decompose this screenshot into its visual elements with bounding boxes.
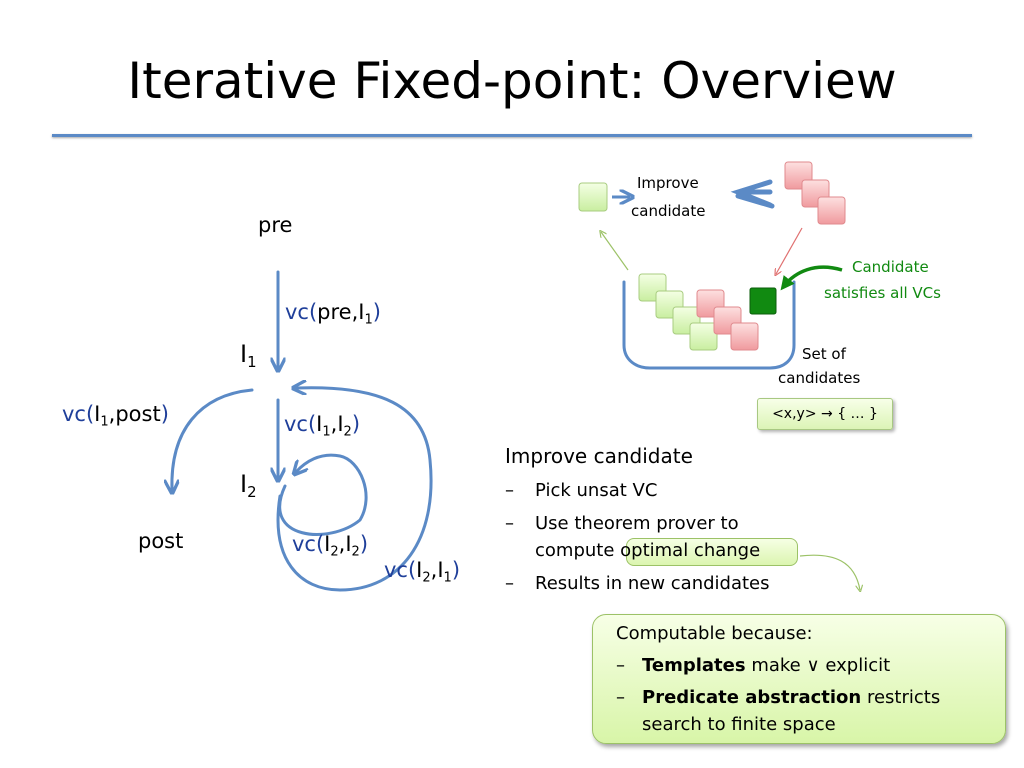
- improve-bullet-3: –Results in new candidates: [505, 573, 770, 594]
- callout-item-predicate-line2: search to finite space: [642, 714, 836, 735]
- candidate-square-red: [730, 322, 759, 351]
- callout-item-templates: –Templates make ∨ explicit: [616, 655, 891, 676]
- improve-label-line2: candidate: [631, 202, 706, 220]
- arrow-i2-self: [278, 453, 368, 536]
- set-label-line2: candidates: [778, 369, 861, 387]
- vc-i2-i1-label: vc(I2,I1): [384, 558, 461, 586]
- improve-bullet-2: –Use theorem prover to: [505, 513, 739, 534]
- pre-label: pre: [258, 213, 293, 237]
- i2-node: I2: [240, 470, 257, 502]
- candidate-mapping-box: <x,y> → { … }: [757, 398, 893, 430]
- improve-label-line1: Improve: [637, 174, 699, 192]
- improve-heading: Improve candidate: [505, 444, 693, 468]
- candidate-square-red: [817, 196, 846, 225]
- candidate-square-green: [689, 322, 718, 351]
- vc-pre-i1-label: vc(pre,I1): [285, 300, 381, 328]
- title-divider: [52, 134, 972, 137]
- computable-callout: [592, 614, 1006, 744]
- set-label-line1: Set of: [802, 345, 846, 363]
- post-label: post: [138, 529, 184, 553]
- improve-bullet-2-line2: compute optimal change: [535, 540, 761, 561]
- satisfies-pointer-arrow: [780, 265, 843, 291]
- satisfies-label-line2: satisfies all VCs: [824, 284, 941, 302]
- vc-i1-post-label: vc(I1,post): [62, 402, 169, 430]
- vc-i1-i2-label: vc(I1,I2): [284, 412, 361, 440]
- satisfies-label-line1: Candidate: [852, 258, 929, 276]
- callout-item-predicate: –Predicate abstraction restricts: [616, 687, 941, 708]
- slide-title: Iterative Fixed-point: Overview: [127, 52, 897, 110]
- optimal-change-highlight: [626, 538, 798, 566]
- arrow-from-stack: [776, 227, 803, 274]
- callout-heading: Computable because:: [616, 623, 813, 644]
- improve-bullet-1: –Pick unsat VC: [505, 480, 658, 501]
- arrow-to-improve: [601, 232, 629, 271]
- satisfying-candidate-square: [749, 287, 777, 315]
- arrow-i2-i1: [276, 388, 433, 592]
- i1-node: I1: [240, 340, 257, 372]
- set-of-candidates-container: [622, 280, 796, 370]
- vc-i2-i2-label: vc(I2,I2): [292, 532, 369, 560]
- improved-candidate-square: [578, 182, 608, 212]
- optimal-change-pointer: [799, 554, 860, 590]
- arrow-i1-post: [172, 388, 254, 490]
